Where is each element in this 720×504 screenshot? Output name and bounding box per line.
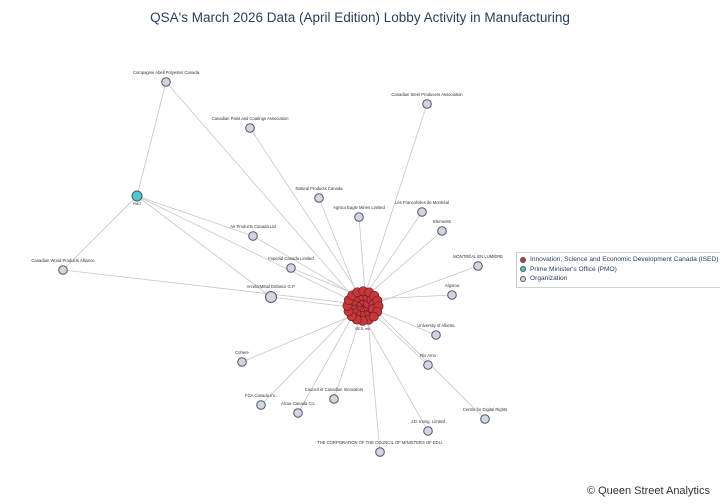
legend-item-pmo[interactable]: Prime Minister's Office (PMO) xyxy=(520,265,720,275)
ised-cluster xyxy=(342,286,384,326)
organization-node-label: Rio Amo xyxy=(420,353,436,358)
organization-node-label: Algoma xyxy=(445,283,460,288)
organization-node-label: ArcelorMittal Dofasco G.P. xyxy=(247,284,296,289)
organization-node-label: J.D. Irving, Limited xyxy=(411,419,446,424)
organization-node xyxy=(237,357,247,367)
organization-node xyxy=(422,99,432,109)
edge-pmo-org xyxy=(136,195,254,237)
organization-node-label: Canadian Paint and Coatings Association xyxy=(212,116,289,121)
edge-ised-org xyxy=(241,308,369,363)
organization-node xyxy=(423,360,433,370)
legend-item-organization[interactable]: Organization xyxy=(520,274,720,284)
organization-node-label: FCA Canada Inc. xyxy=(245,393,277,398)
edge-pmo-ised xyxy=(136,195,364,307)
organization-node xyxy=(314,193,324,203)
organization-node xyxy=(329,394,339,404)
ised-node-label: ISED, etc. xyxy=(355,327,371,331)
edge-ised-org xyxy=(362,230,443,300)
organization-node xyxy=(480,414,490,424)
edge-pmo-org xyxy=(136,81,167,197)
organization-node-label: Imperial Canada Limited xyxy=(268,256,314,261)
chart-title: QSA's March 2026 Data (April Edition) Lo… xyxy=(150,10,570,25)
organization-node xyxy=(256,400,266,410)
organization-node-label: MONTRÉAL EN LUMIÈRE xyxy=(453,254,503,259)
organization-node-label: Compagnie Abell Polyester Canada xyxy=(133,70,200,75)
organization-node-label: Element6 xyxy=(433,219,451,224)
edge-ised-org xyxy=(370,294,453,300)
organization-node-label: Canadian Steel Producers Association xyxy=(391,92,463,97)
organization-node-label: Les Francofolies de Montréal xyxy=(395,200,449,205)
edge-ised-org xyxy=(249,127,370,310)
organization-node-label: Agnico Eagle Mines Limited xyxy=(333,205,385,210)
organization-node-label: Council of Canadian Innovators xyxy=(305,387,363,392)
organization-node xyxy=(437,226,447,236)
edge-ised-org xyxy=(361,103,428,305)
organization-node-label: Centre for Digital Rights xyxy=(463,407,507,412)
organization-node xyxy=(375,447,385,457)
legend-label-ised: Innovation, Science and Economic Develop… xyxy=(530,256,719,264)
organization-node xyxy=(245,123,255,133)
edge-pmo-org xyxy=(136,195,272,298)
organization-node xyxy=(58,265,68,275)
organization-node-label: Canadian Wood Products Alliance xyxy=(31,258,95,263)
edge-ised-org xyxy=(318,197,360,300)
edge-ised-org xyxy=(165,81,356,300)
legend-item-ised[interactable]: Innovation, Science and Economic Develop… xyxy=(520,255,720,265)
organization-node xyxy=(354,212,364,222)
edge-pmo-org xyxy=(62,195,138,271)
ised-node xyxy=(368,311,379,322)
pmo-node-label: PMO xyxy=(133,202,141,206)
organization-node-label: THE CORPORATION OF THE COUNCIL OF MINIST… xyxy=(317,440,443,445)
organization-node xyxy=(265,291,277,303)
organization-node xyxy=(423,426,433,436)
organization-node-label: Natural Products Canada xyxy=(295,186,343,191)
legend-label-pmo: Prime Minister's Office (PMO) xyxy=(530,265,617,273)
organization-node xyxy=(286,263,296,273)
organization-node-label: Cohere xyxy=(235,350,249,355)
organization-node xyxy=(473,261,483,271)
pmo-node xyxy=(131,190,143,202)
legend-label-organization: Organization xyxy=(530,275,568,283)
organization-node xyxy=(447,290,457,300)
legend-swatch-organization xyxy=(520,275,526,282)
legend: Innovation, Science and Economic Develop… xyxy=(516,252,720,288)
organization-node xyxy=(417,207,427,217)
organization-node xyxy=(248,231,258,241)
organization-node-label: University of Alberta xyxy=(417,323,455,328)
edge-ised-org xyxy=(260,308,356,406)
organization-node xyxy=(161,77,171,87)
organization-node xyxy=(431,330,441,340)
legend-swatch-ised xyxy=(520,256,526,263)
organization-node-layer xyxy=(58,77,490,457)
edge-ised-org xyxy=(358,308,429,432)
organization-node-label: Air Products Canada Ltd xyxy=(230,224,276,229)
organization-node-label: Alcoa Canada Co. xyxy=(281,401,315,406)
copyright-footer: © Queen Street Analytics xyxy=(586,485,710,497)
organization-node xyxy=(293,408,303,418)
node-label-layer: ISED, etc. PMO Compagnie Abell Polyester C… xyxy=(31,70,507,445)
edge-ised-org xyxy=(62,269,358,305)
legend-swatch-pmo xyxy=(520,266,526,273)
